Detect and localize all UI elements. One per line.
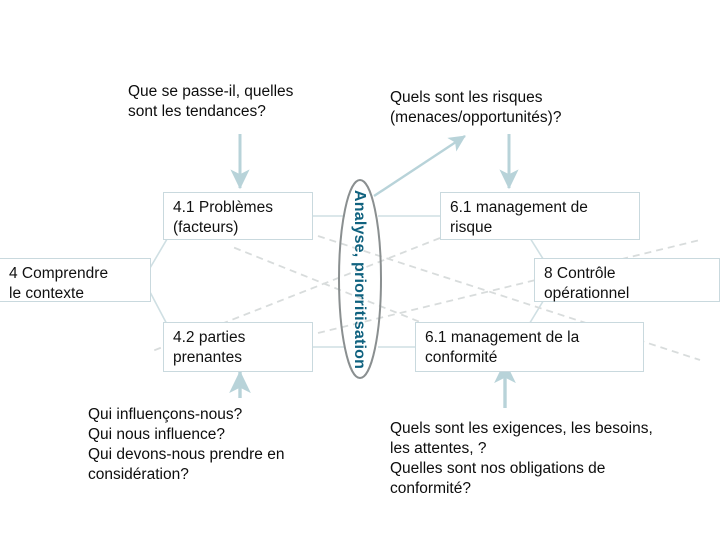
question-bottom-left: Qui influençons-nous? Qui nous influence… — [88, 406, 285, 484]
arrow-ellipse-to-risk-question — [373, 134, 466, 198]
box-management-conformite[interactable]: 6.1 management de la conformité — [415, 322, 644, 372]
ellipse-analyse-label: Analyse, priorritisation — [351, 190, 368, 370]
box-problemes[interactable]: 4.1 Problèmes (facteurs) — [163, 192, 313, 240]
box-controle-operationnel[interactable]: 8 Contrôle opérationnel — [534, 258, 720, 302]
box-management-risque[interactable]: 6.1 management de risque — [440, 192, 640, 240]
box-comprendre-contexte[interactable]: 4 Comprendre le contexte — [0, 258, 151, 302]
box-parties-prenantes[interactable]: 4.2 parties prenantes — [163, 322, 313, 372]
question-bottom-right: Quels sont les exigences, les besoins, l… — [390, 420, 653, 498]
question-top-left: Que se passe-il, quelles sont les tendan… — [128, 83, 294, 121]
dashed-conformite-up-left — [229, 245, 431, 327]
question-top-right: Quels sont les risques (menaces/opportun… — [390, 89, 562, 127]
